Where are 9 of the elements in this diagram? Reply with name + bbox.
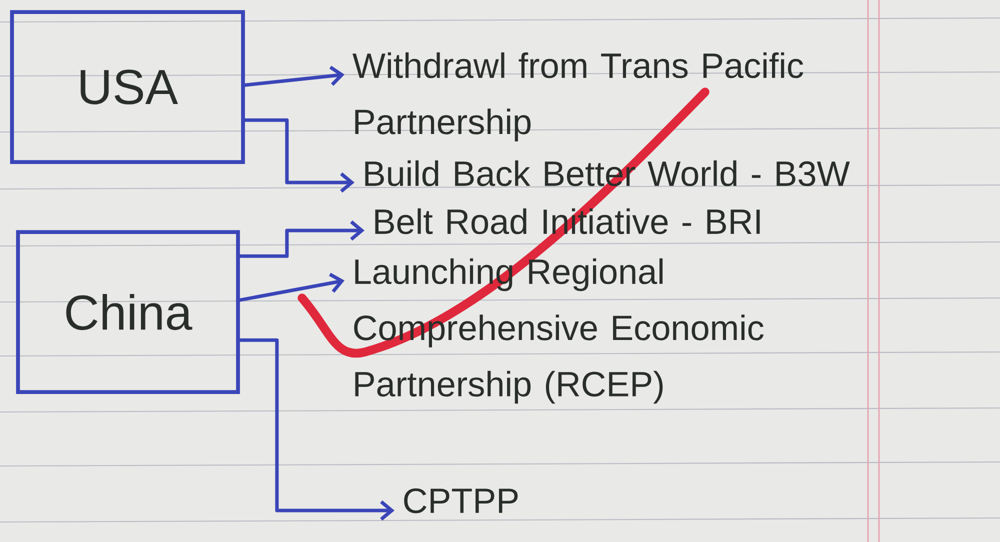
box: USA (10, 10, 245, 164)
arrow (243, 118, 354, 193)
arrow (243, 66, 344, 87)
note-text: CPTPP (404, 488, 518, 514)
note-text: Withdrawl from Trans Pacific Partnership (352, 52, 804, 142)
box: China (16, 230, 240, 394)
arrow (238, 338, 395, 521)
arrow (238, 220, 365, 258)
arrow (238, 272, 344, 302)
